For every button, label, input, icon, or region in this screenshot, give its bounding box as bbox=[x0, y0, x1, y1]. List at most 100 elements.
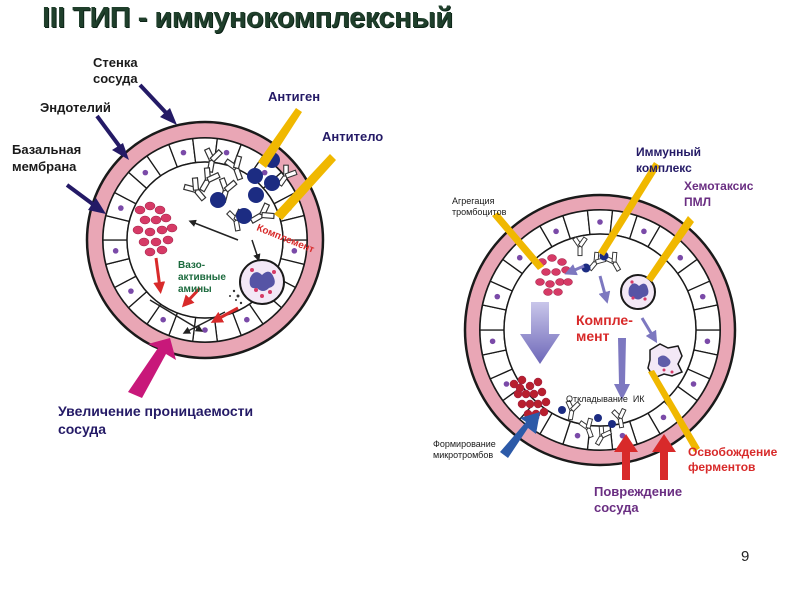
cell-nucleus bbox=[699, 293, 706, 300]
vaso-label-line1: Вазо- bbox=[178, 260, 205, 271]
endothelium-label: Эндотелий bbox=[40, 100, 111, 115]
antigen-particle bbox=[264, 175, 280, 191]
released-granules bbox=[229, 289, 243, 305]
platelet bbox=[535, 278, 545, 286]
platelet bbox=[156, 225, 168, 235]
platelet bbox=[150, 215, 162, 225]
wall-label-line2: сосуда bbox=[93, 71, 138, 86]
platelet bbox=[529, 389, 539, 399]
platelet bbox=[541, 268, 551, 276]
antibody bbox=[277, 164, 298, 187]
cell-nucleus bbox=[142, 169, 149, 176]
antigen-particle bbox=[210, 192, 226, 208]
microthrombi-label-line2: микротромбов bbox=[433, 450, 493, 460]
cell-nucleus bbox=[690, 381, 697, 387]
cell-nucleus bbox=[180, 149, 187, 156]
cell-nucleus bbox=[118, 205, 124, 211]
lavender-arrow bbox=[640, 317, 658, 344]
damage-arrow bbox=[614, 434, 638, 480]
cell-nucleus bbox=[160, 316, 166, 323]
platelet bbox=[551, 268, 561, 276]
antigen-pointer-arrow bbox=[258, 108, 302, 168]
cell-nucleus bbox=[597, 219, 603, 225]
platelet bbox=[561, 266, 571, 274]
chemotaxis-pointer-arrow bbox=[646, 216, 694, 282]
antibody bbox=[578, 417, 594, 439]
microthrombus-arrow bbox=[500, 412, 540, 458]
interaction-arrow bbox=[188, 219, 239, 241]
enzymes-pointer-arrow bbox=[648, 370, 700, 452]
aggregation-label-line2: тромбоцитов bbox=[452, 207, 507, 217]
platelet bbox=[533, 399, 543, 409]
cell-nucleus bbox=[489, 338, 496, 345]
platelet bbox=[144, 247, 156, 257]
platelet bbox=[537, 387, 547, 397]
microthrombi-label-line1: Формирование bbox=[433, 439, 496, 449]
immune-complex-label-line1: Иммунный bbox=[636, 145, 701, 159]
platelet bbox=[543, 288, 553, 296]
platelet bbox=[144, 227, 156, 237]
platelet bbox=[138, 237, 150, 247]
platelet bbox=[162, 235, 174, 245]
endothelial-cell bbox=[693, 304, 721, 331]
platelet bbox=[557, 258, 567, 266]
page-number: 9 bbox=[741, 548, 750, 565]
antigen-particle bbox=[247, 168, 263, 184]
platelet bbox=[541, 397, 551, 407]
deposition-label: Откладывание ИК bbox=[566, 394, 645, 404]
platelet bbox=[517, 375, 527, 385]
platelet bbox=[154, 205, 166, 215]
red-arrow bbox=[210, 306, 239, 323]
platelet bbox=[166, 223, 178, 233]
vaso-label-line3: амины bbox=[178, 284, 212, 295]
platelet bbox=[150, 237, 162, 247]
permeability-label-line2: сосуда bbox=[58, 421, 106, 437]
antibody-pointer-arrow bbox=[274, 154, 336, 220]
neutrophil-cell bbox=[239, 259, 285, 305]
platelet bbox=[160, 213, 172, 223]
platelet bbox=[555, 278, 565, 286]
vaso-label-line2: активные bbox=[178, 272, 226, 283]
flow-arrow bbox=[149, 299, 204, 332]
platelet bbox=[525, 399, 535, 409]
platelet bbox=[563, 278, 573, 286]
lavender-down-arrow bbox=[614, 338, 630, 400]
cell-nucleus bbox=[574, 432, 581, 439]
membrane-label-line2: мембрана bbox=[12, 159, 77, 174]
aggregation-pointer-arrow bbox=[492, 212, 544, 270]
label-pointers-left bbox=[65, 83, 177, 214]
antigen-particle bbox=[236, 208, 252, 224]
platelet-cluster bbox=[132, 201, 178, 257]
platelet bbox=[539, 407, 549, 417]
red-arrow bbox=[153, 257, 166, 294]
cell-nucleus bbox=[202, 327, 208, 333]
endothelium-pointer-arrow bbox=[95, 114, 125, 153]
antibody bbox=[249, 202, 275, 224]
cell-nucleus bbox=[677, 254, 684, 261]
interaction-arrow bbox=[251, 239, 261, 262]
antibody-label: Антитело bbox=[322, 129, 383, 144]
cell-nucleus bbox=[494, 293, 501, 300]
large-lavender-arrow bbox=[520, 302, 560, 364]
platelet bbox=[144, 201, 156, 211]
platelet bbox=[533, 377, 543, 387]
immune-complex-pointer-arrow bbox=[598, 162, 660, 256]
damage-label-line2: сосуда bbox=[594, 500, 639, 515]
antigen-label: Антиген bbox=[268, 89, 320, 104]
immune-complex-particles bbox=[558, 251, 616, 428]
antibody bbox=[572, 236, 588, 257]
cell-nucleus bbox=[553, 228, 559, 235]
platelet bbox=[545, 280, 555, 288]
cell-nucleus bbox=[291, 248, 298, 254]
wall-pointer-arrow bbox=[138, 83, 172, 119]
cell-nucleus bbox=[704, 338, 711, 345]
antibodies bbox=[565, 236, 627, 446]
lavender-arrow bbox=[564, 264, 585, 276]
membrane-label-line1: Базальная bbox=[12, 142, 81, 157]
platelet bbox=[515, 383, 525, 393]
slide-title: III ТИП - иммунокомплексный bbox=[42, 2, 453, 34]
antibody bbox=[183, 177, 207, 202]
aggregation-label-line1: Агрегация bbox=[452, 196, 495, 206]
platelet bbox=[156, 245, 168, 255]
